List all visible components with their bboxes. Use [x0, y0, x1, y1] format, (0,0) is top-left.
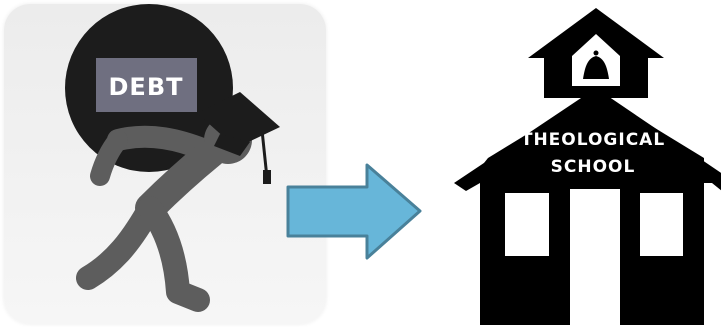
school-sign-line-2: SCHOOL [551, 157, 636, 177]
right-arrow-icon [288, 165, 420, 258]
school-door [570, 189, 620, 325]
figure-leg [150, 208, 198, 300]
school-building: THEOLOGICAL SCHOOL [454, 8, 721, 325]
debt-figure: DEBT [65, 4, 280, 300]
school-sign-line-1: THEOLOGICAL [521, 130, 665, 150]
figure-leg [88, 208, 150, 278]
debt-label: DEBT [109, 73, 184, 101]
figure-arm [100, 140, 118, 176]
school-window-right [640, 193, 683, 256]
school-window-left [505, 193, 549, 256]
figure-arm [118, 137, 205, 150]
